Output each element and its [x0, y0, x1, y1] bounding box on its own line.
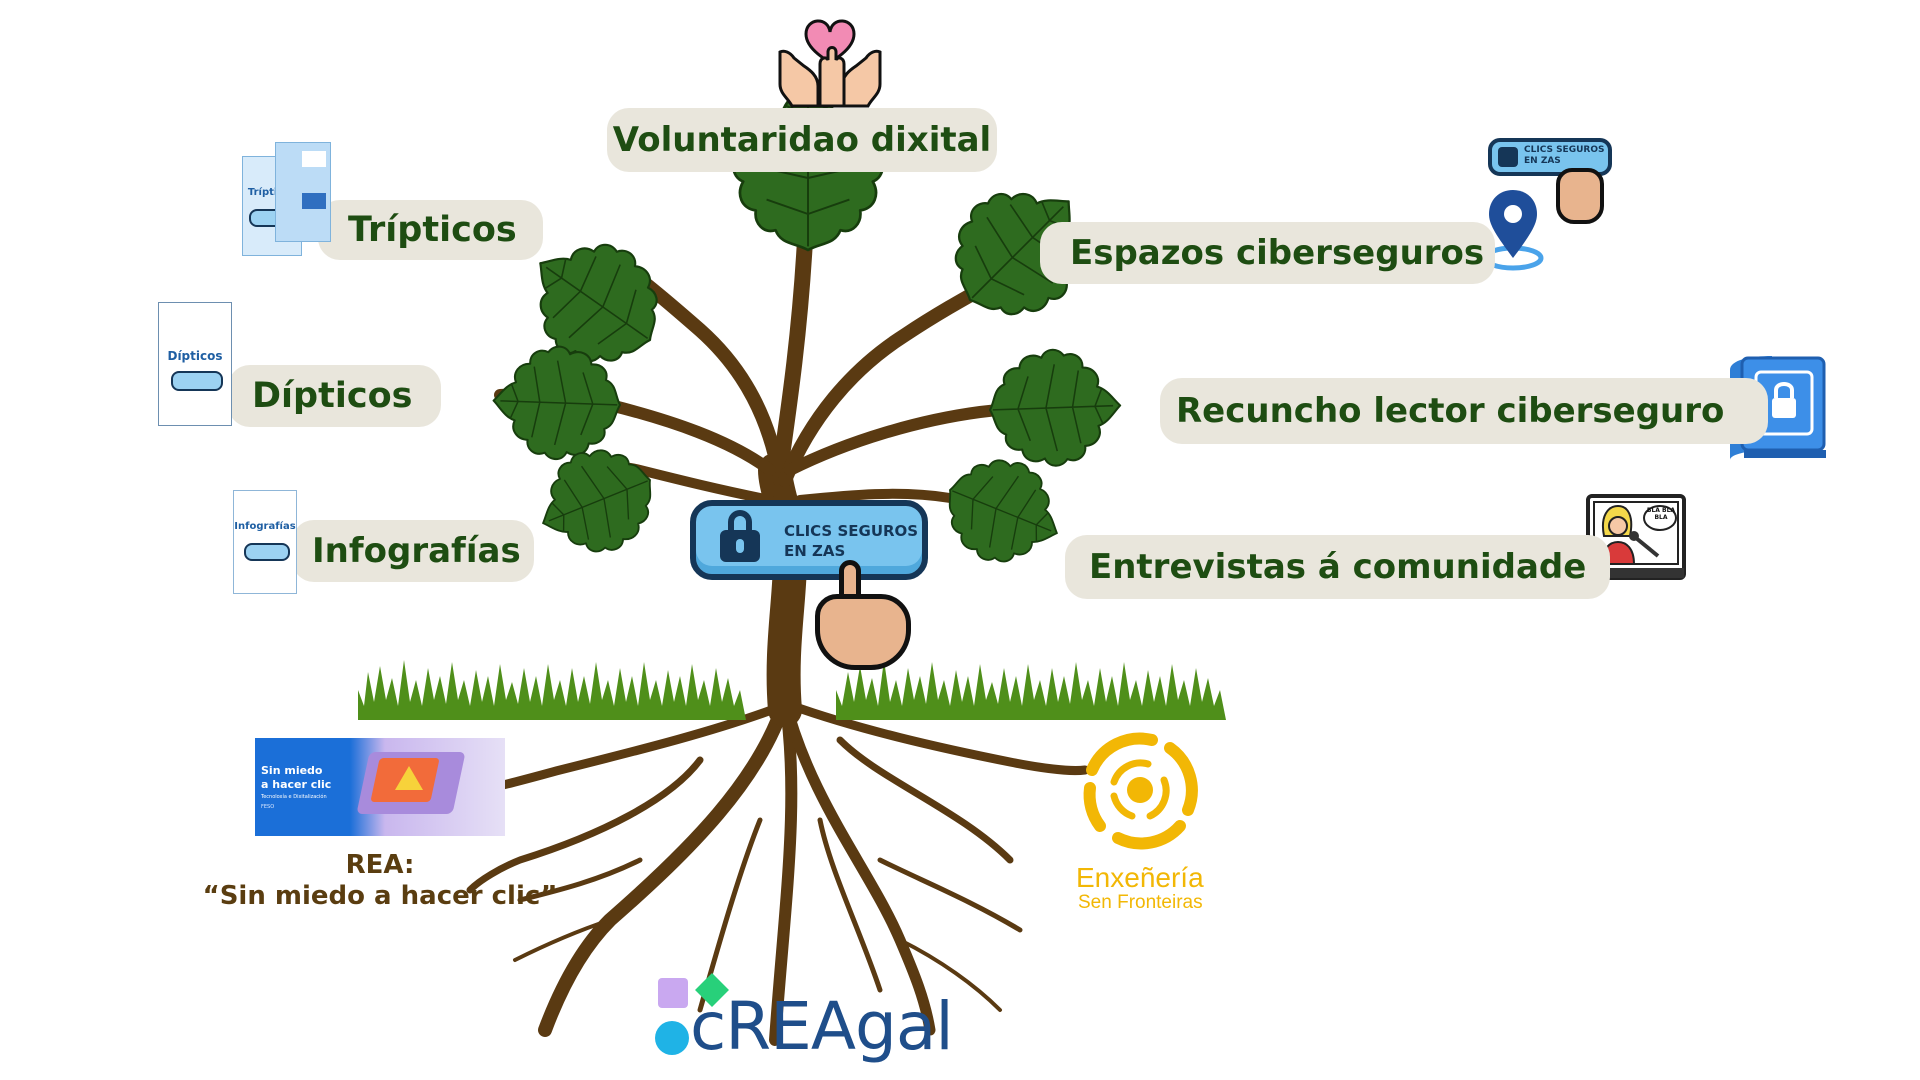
rea-label: REA: “Sin miedo a hacer clic” — [170, 850, 590, 912]
rea-banner-title-1: Sin miedo — [261, 764, 323, 777]
lock-icon — [1498, 147, 1518, 167]
enxeneria-logo-icon — [1083, 732, 1198, 850]
clics-seguros-central-badge: CLICS SEGUROS EN ZAS — [690, 500, 928, 580]
rea-banner-subtitle: Tecnoloxía e Dixitalización — [261, 794, 327, 800]
infografia-thumbnail-title: Infografías — [234, 521, 296, 532]
branch-entrevistas: Entrevistas á comunidade — [1065, 535, 1610, 599]
mini-badge-icon — [171, 371, 223, 391]
branch-recuncho-lector: Recuncho lector ciberseguro — [1160, 378, 1768, 444]
branch-espazos-ciberseguros: Espazos ciberseguros — [1040, 222, 1495, 284]
triptico-thumbnail-title: Trípticos — [247, 187, 297, 198]
enxeneria-subtitle: Sen Fronteiras — [1078, 892, 1203, 913]
infografia-thumbnail: Infografías — [233, 490, 297, 594]
rea-label-line2: “Sin miedo a hacer clic” — [202, 881, 558, 912]
creagal-logo-icon — [655, 973, 729, 1055]
grass-strip — [358, 660, 1226, 720]
rea-label-line1: REA: — [345, 850, 415, 880]
pointing-hand-icon — [1556, 168, 1604, 224]
rea-banner-tag: FESO — [261, 804, 275, 810]
thumbnail-block — [302, 193, 326, 209]
lock-icon — [720, 530, 760, 562]
enxeneria-title: Enxeñería — [1076, 862, 1204, 893]
interview-tv-icon — [1586, 494, 1686, 580]
clics-seguros-mini-label: CLICS SEGUROS EN ZAS — [1524, 145, 1605, 166]
mini-badge-icon — [244, 543, 290, 561]
creagal-wordmark: cREAgal — [690, 988, 954, 1065]
thumbnail-block — [302, 151, 326, 167]
lock-shackle — [728, 510, 752, 534]
lock-keyhole — [736, 539, 744, 553]
branch-voluntariado-dixital: Voluntaridao dixital — [607, 108, 997, 172]
speech-bubble-text: BLA BLA BLA — [1646, 507, 1676, 521]
pointing-hand-icon — [815, 560, 915, 670]
branch-tripticos: Trípticos — [318, 200, 543, 260]
diptico-thumbnail-title: Dípticos — [167, 349, 223, 363]
branch-infografias: Infografías — [292, 520, 534, 582]
triptico-thumbnail-panel — [275, 142, 331, 242]
hand-palm — [815, 594, 911, 670]
diptico-thumbnail: Dípticos — [158, 302, 232, 426]
warning-icon — [395, 766, 423, 790]
tree-roots — [466, 693, 1090, 1046]
rea-banner-image: Sin miedo a hacer clic Tecnoloxía e Dixi… — [255, 738, 505, 836]
heart-hands-icon — [778, 19, 882, 108]
branch-dipticos: Dípticos — [228, 365, 441, 427]
rea-banner-title-2: a hacer clic — [261, 778, 332, 791]
central-badge-line2: EN ZAS — [784, 542, 846, 560]
central-badge-line1: CLICS SEGUROS — [784, 522, 919, 540]
